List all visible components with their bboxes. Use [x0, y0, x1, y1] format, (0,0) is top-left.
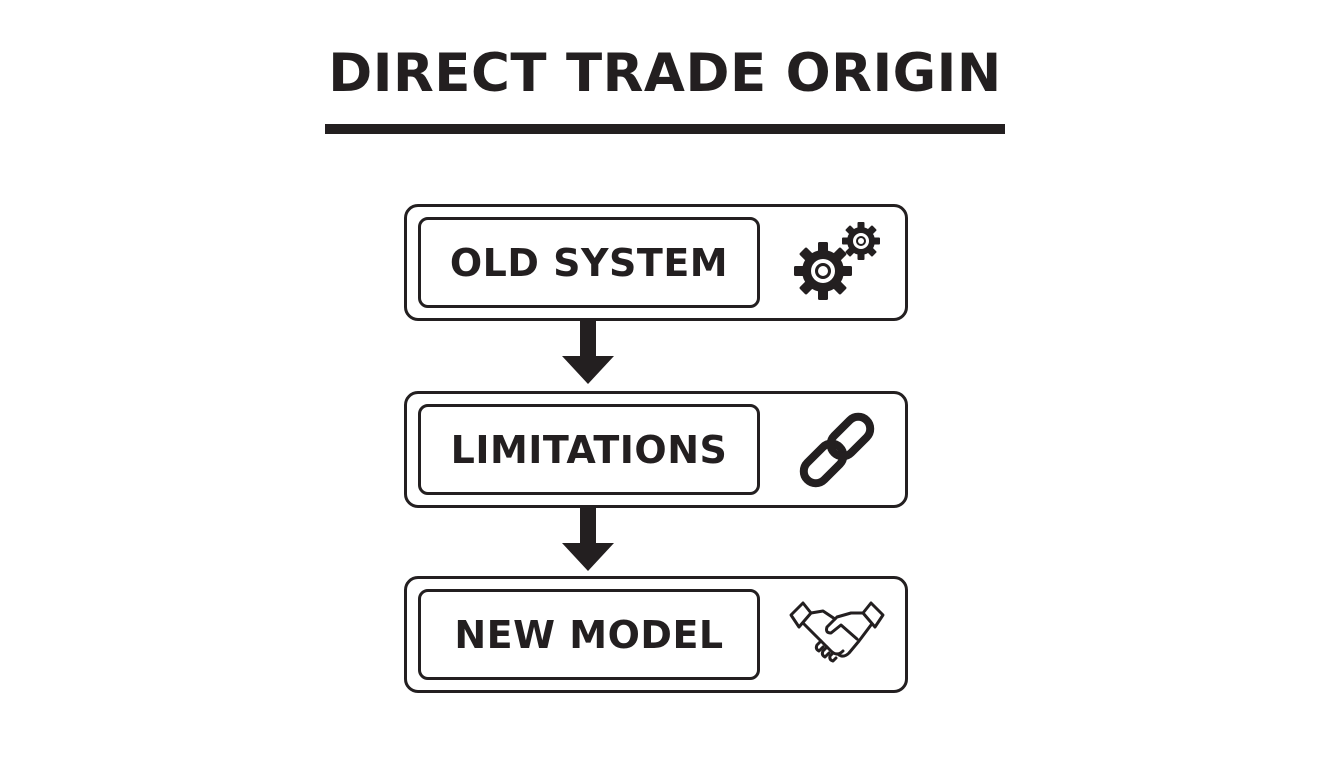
- down-arrow: [562, 505, 614, 571]
- step-label: OLD SYSTEM: [449, 240, 729, 285]
- step-label-box: OLD SYSTEM: [418, 217, 760, 308]
- chain-link-icon: [777, 394, 897, 505]
- step-old-system: OLD SYSTEM: [404, 204, 908, 321]
- handshake-icon: [777, 579, 897, 690]
- gears-icon: [777, 207, 897, 318]
- step-label: NEW MODEL: [454, 612, 724, 657]
- diagram-title: DIRECT TRADE ORIGIN: [328, 43, 1002, 104]
- down-arrow: [562, 318, 614, 384]
- step-new-model: NEW MODEL: [404, 576, 908, 693]
- step-label: LIMITATIONS: [450, 427, 728, 472]
- step-limitations: LIMITATIONS: [404, 391, 908, 508]
- step-label-box: LIMITATIONS: [418, 404, 760, 495]
- step-label-box: NEW MODEL: [418, 589, 760, 680]
- title-underline: [325, 124, 1005, 134]
